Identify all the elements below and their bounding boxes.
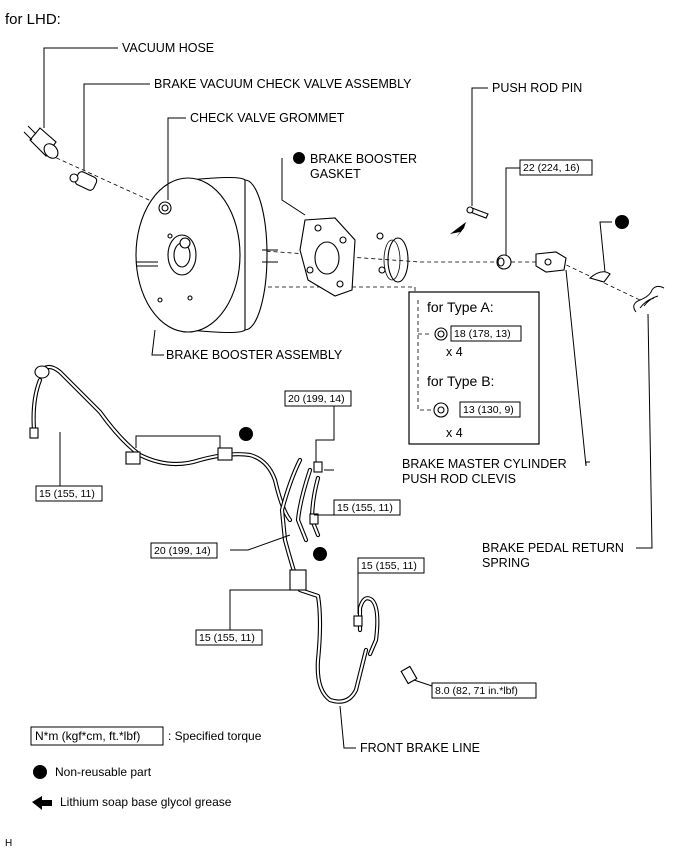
non-reusable-mark: [615, 215, 629, 229]
torque-brake-line-right: 15 (155, 11): [337, 502, 393, 514]
torque-brake-line-mid: 20 (199, 14): [154, 545, 211, 557]
label-booster-gasket-2: GASKET: [310, 167, 361, 181]
clevis-clip: [588, 271, 611, 283]
front-brake-line: [29, 364, 418, 704]
return-spring: [633, 285, 665, 313]
torque-brake-line-upper: 20 (199, 14): [288, 393, 345, 405]
torque-bracket-bolt: 8.0 (82, 71 in.*lbf): [435, 685, 518, 697]
label-check-valve-assembly: BRAKE VACUUM CHECK VALVE ASSEMBLY: [154, 77, 412, 91]
label-clevis-1: BRAKE MASTER CYLINDER: [402, 457, 567, 471]
grease-arrow-icon: [450, 222, 466, 238]
type-b-torque: 13 (130, 9): [463, 404, 514, 416]
label-push-rod-pin: PUSH ROD PIN: [492, 81, 582, 95]
check-valve-assembly: [69, 171, 98, 191]
non-reusable-mark: [239, 427, 253, 441]
label-front-brake-line: FRONT BRAKE LINE: [360, 741, 480, 755]
label-booster-gasket-1: BRAKE BOOSTER: [310, 152, 417, 166]
type-a-qty: x 4: [446, 345, 463, 359]
type-a-torque: 18 (178, 13): [454, 328, 511, 340]
header-text: for LHD:: [5, 11, 61, 28]
push-rod-spacer: [496, 254, 512, 270]
figure-code: H: [5, 838, 12, 849]
label-spring-1: BRAKE PEDAL RETURN: [482, 541, 624, 555]
torque-brake-line-left: 15 (155, 11): [39, 488, 95, 500]
vacuum-hose: [23, 125, 59, 159]
type-a-title: for Type A:: [427, 299, 494, 315]
label-vacuum-hose: VACUUM HOSE: [122, 41, 214, 55]
non-reusable-icon: [33, 765, 47, 779]
torque-clevis: 22 (224, 16): [523, 162, 580, 174]
non-reusable-mark: [313, 547, 327, 561]
brake-booster-gasket: [299, 217, 356, 297]
label-check-valve-grommet: CHECK VALVE GROMMET: [190, 111, 345, 125]
torque-brake-line-lower: 15 (155, 11): [199, 632, 255, 644]
non-reusable-mark: [293, 152, 305, 164]
legend-grease: Lithium soap base glycol grease: [60, 795, 232, 809]
type-box: for Type A: 18 (178, 13) x 4 for Type B:…: [408, 291, 540, 445]
legend-non-reusable: Non-reusable part: [55, 765, 152, 779]
label-booster-assembly: BRAKE BOOSTER ASSEMBLY: [166, 348, 343, 362]
legend-torque-unit: N*m (kgf*cm, ft.*lbf): [35, 729, 140, 743]
push-rod-pin: [450, 206, 489, 238]
type-b-qty: x 4: [446, 426, 463, 440]
type-b-title: for Type B:: [427, 373, 494, 389]
push-rod-clevis: [535, 251, 567, 273]
brake-booster: [135, 176, 278, 334]
torque-brake-line-front: 15 (155, 11): [361, 560, 417, 572]
legend: N*m (kgf*cm, ft.*lbf) : Specified torque…: [30, 726, 262, 810]
grease-icon: [32, 796, 52, 810]
legend-torque-desc: : Specified torque: [168, 729, 262, 743]
label-clevis-2: PUSH ROD CLEVIS: [402, 472, 516, 486]
label-spring-2: SPRING: [482, 556, 530, 570]
